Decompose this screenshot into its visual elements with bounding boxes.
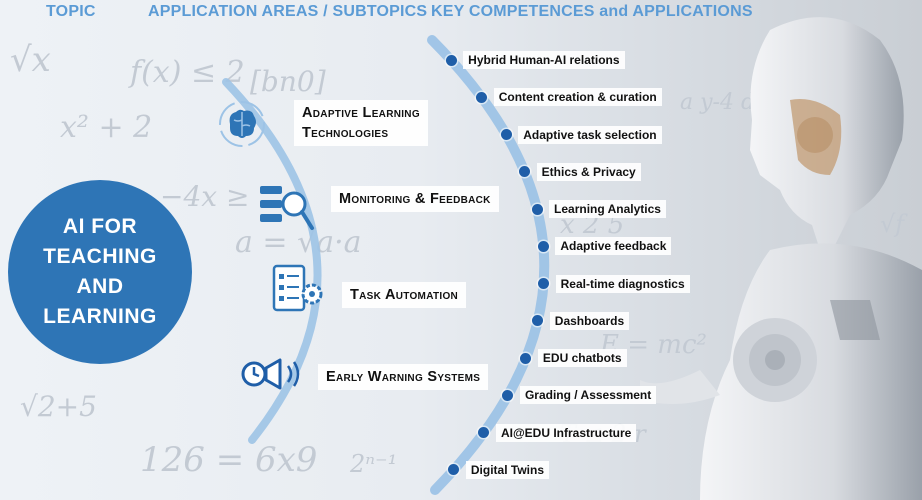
subtopic-arc: [222, 78, 322, 444]
topic-circle: AI FOR TEACHING AND LEARNING: [8, 180, 192, 364]
robot-illustration: [640, 17, 922, 500]
competence-label: EDU chatbots: [537, 349, 627, 368]
competence-dot: [531, 203, 543, 215]
competence-dot: [500, 129, 512, 141]
competence-label: AI@EDU Infrastructure: [495, 423, 637, 442]
subtopic-early-warning: Early Warning Systems: [318, 364, 489, 390]
subtopic-monitoring-feedback: Monitoring & Feedback: [331, 186, 499, 212]
subtopic-task-automation: Task Automation: [342, 282, 467, 308]
competence-dot: [448, 464, 460, 476]
competence-label: Adaptive feedback: [555, 237, 672, 256]
competence-label: Learning Analytics: [549, 200, 666, 219]
topic-label: AI FOR TEACHING AND LEARNING: [43, 215, 157, 328]
competence-dot: [445, 54, 457, 66]
header-key-competences: KEY COMPETENCES and APPLICATIONS: [431, 3, 753, 20]
competence-dot: [476, 91, 488, 103]
competence-dot: [502, 389, 514, 401]
checklist-gear-icon: [272, 264, 323, 312]
competence-label: Adaptive task selection: [518, 125, 662, 144]
competence-dot: [519, 166, 531, 178]
competence-dot: [532, 315, 544, 327]
competence-label: Digital Twins: [465, 460, 550, 479]
competence-label: Hybrid Human-AI relations: [463, 51, 625, 70]
megaphone-clock-icon: [241, 358, 300, 390]
competence-label: Real-time diagnostics: [555, 274, 690, 293]
competence-dot: [537, 240, 549, 252]
magnifier-monitoring-icon: [260, 186, 314, 230]
competence-dot: [538, 278, 550, 290]
competence-label: Grading / Assessment: [519, 386, 657, 405]
header-application-areas: APPLICATION AREAS / SUBTOPICS: [148, 3, 428, 20]
competence-arc: [427, 35, 550, 495]
competence-label: Dashboards: [549, 311, 630, 330]
competence-dot: [478, 427, 490, 439]
competence-dot: [520, 352, 532, 364]
competence-label: Ethics & Privacy: [536, 162, 641, 181]
header-topic: TOPIC: [46, 3, 96, 20]
subtopic-adaptive-learning: Adaptive Learning Technologies: [294, 100, 428, 146]
brain-icon: [219, 101, 265, 147]
competence-label: Content creation & curation: [493, 88, 662, 107]
